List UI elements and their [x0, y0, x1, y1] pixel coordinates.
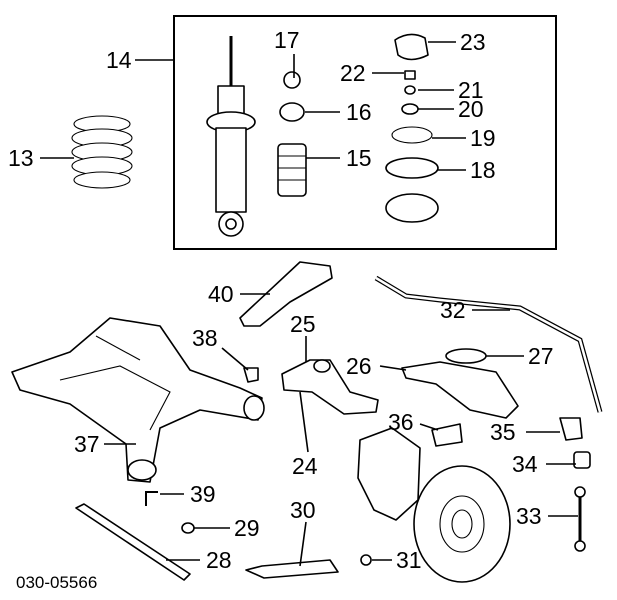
bound-bumper	[279, 102, 305, 122]
figure-code: 030-05566	[16, 573, 97, 592]
callout-24: 24	[292, 453, 318, 479]
callout-29: 29	[234, 515, 260, 541]
member-stay	[239, 261, 333, 327]
callout-20: 20	[458, 96, 484, 122]
callout-16: 16	[346, 99, 372, 125]
shock-assembly-box	[173, 15, 557, 250]
bump-stopper	[277, 143, 307, 197]
callout-36: 36	[388, 409, 414, 435]
mounting-insulator	[385, 157, 439, 179]
dust-cover-bushing	[283, 71, 301, 89]
washer	[401, 103, 419, 115]
seat-washer	[391, 126, 433, 144]
lower-link	[75, 503, 191, 581]
washer-29	[181, 522, 195, 534]
stabilizer-bushing	[573, 451, 591, 469]
stabilizer-clamp	[559, 417, 583, 441]
callout-32: 32	[440, 297, 466, 323]
callout-40: 40	[208, 281, 234, 307]
callout-33: 33	[516, 503, 542, 529]
callout-30: 30	[290, 497, 316, 523]
callout-21: 21	[458, 77, 484, 103]
callout-31: 31	[396, 547, 422, 573]
connecting-rod	[574, 486, 586, 552]
callout-18: 18	[470, 157, 496, 183]
callout-26: 26	[346, 353, 372, 379]
bolt	[145, 491, 158, 506]
callout-27: 27	[528, 343, 554, 369]
callout-15: 15	[346, 145, 372, 171]
bushing-25	[313, 359, 331, 373]
spring-seat-27	[445, 348, 487, 364]
axle-housing	[357, 427, 421, 521]
callout-28: 28	[206, 547, 232, 573]
brake-rotor	[413, 465, 511, 583]
suspension-member	[11, 317, 265, 483]
bracket-36	[431, 423, 463, 447]
shock-absorber	[206, 36, 256, 237]
small-nut	[404, 70, 416, 80]
bracket	[243, 367, 259, 383]
callout-14: 14	[106, 47, 132, 73]
callout-19: 19	[470, 125, 496, 151]
callout-35: 35	[490, 419, 516, 445]
callout-13: 13	[8, 145, 34, 171]
coil-spring	[71, 115, 133, 189]
callout-38: 38	[192, 325, 218, 351]
callout-39: 39	[190, 481, 216, 507]
callout-17: 17	[274, 27, 300, 53]
lateral-rod	[245, 559, 339, 579]
callout-22: 22	[340, 60, 366, 86]
nut-31	[360, 554, 372, 566]
spring-seat	[385, 193, 439, 223]
callout-37: 37	[74, 431, 100, 457]
cap	[394, 33, 429, 61]
callout-23: 23	[460, 29, 486, 55]
callout-34: 34	[512, 451, 538, 477]
callout-25: 25	[290, 311, 316, 337]
upper-arm	[401, 361, 519, 419]
nut	[404, 85, 416, 95]
